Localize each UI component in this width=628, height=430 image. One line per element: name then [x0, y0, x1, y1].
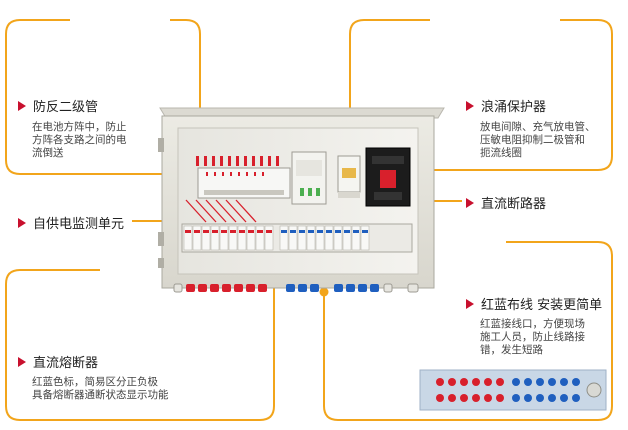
- label-text: 直流断路器: [481, 197, 547, 212]
- terminal-red: [436, 378, 504, 402]
- marker-triangle-icon: [466, 298, 474, 309]
- label-anti-reverse-diode: 防反二级管: [18, 96, 98, 115]
- desc-line: 在电池方阵中，防止: [32, 121, 127, 133]
- desc-line: 放电间隙、充气放电管、: [480, 121, 596, 133]
- desc-line: 压敏电阻抑制二极管和: [480, 134, 585, 146]
- desc-line: 红蓝接线口，方便现场: [480, 318, 585, 330]
- label-dc-breaker: 直流断路器: [466, 193, 546, 212]
- desc-line: 方阵各支路之间的电: [32, 134, 127, 146]
- marker-triangle-icon: [18, 356, 26, 367]
- desc-line: 具备熔断器通断状态显示功能: [32, 389, 169, 401]
- marker-triangle-icon: [466, 100, 474, 111]
- desc-line: 施工人员，防止线路接: [480, 331, 585, 343]
- label-dc-fuse: 直流熔断器: [18, 352, 98, 371]
- diode-row: [196, 156, 279, 166]
- desc-line: 流倒送: [32, 147, 64, 159]
- label-text: 自供电监测单元: [33, 217, 125, 232]
- terminal-strip-inset: [419, 369, 607, 411]
- desc-line: 错，发生短路: [480, 344, 543, 356]
- label-text: 红蓝布线 安装更简单: [481, 298, 603, 313]
- marker-triangle-icon: [466, 197, 474, 208]
- desc-red-blue-wiring: 红蓝接线口，方便现场 施工人员，防止线路接 错，发生短路: [480, 318, 585, 357]
- desc-line: 扼流线圈: [480, 147, 522, 159]
- desc-line: 红蓝色标，简易区分正负极: [32, 376, 158, 388]
- frame-fuse: [5, 246, 275, 421]
- label-self-powered-monitor: 自供电监测单元: [18, 213, 124, 232]
- frame-wiring: [323, 241, 613, 421]
- cable-glands-blue: [286, 284, 379, 292]
- label-text: 直流熔断器: [33, 356, 99, 371]
- label-text: 防反二级管: [33, 100, 99, 115]
- desc-dc-fuse: 红蓝色标，简易区分正负极 具备熔断器通断状态显示功能: [32, 376, 169, 402]
- desc-surge-protector: 放电间隙、充气放电管、 压敏电阻抑制二极管和 扼流线圈: [480, 121, 596, 160]
- frame-anti-reverse: [5, 19, 201, 175]
- desc-anti-reverse-diode: 在电池方阵中，防止 方阵各支路之间的电 流倒送: [32, 121, 127, 160]
- terminal-blue: [512, 378, 580, 402]
- cable-glands-red: [186, 284, 267, 292]
- marker-triangle-icon: [18, 217, 26, 228]
- label-red-blue-wiring: 红蓝布线 安装更简单: [466, 294, 602, 313]
- marker-triangle-icon: [18, 100, 26, 111]
- label-text: 浪涌保护器: [481, 100, 547, 115]
- fuse-row: [183, 225, 370, 251]
- frame-surge: [349, 19, 613, 171]
- power-module: [291, 151, 327, 205]
- label-surge-protector: 浪涌保护器: [466, 96, 546, 115]
